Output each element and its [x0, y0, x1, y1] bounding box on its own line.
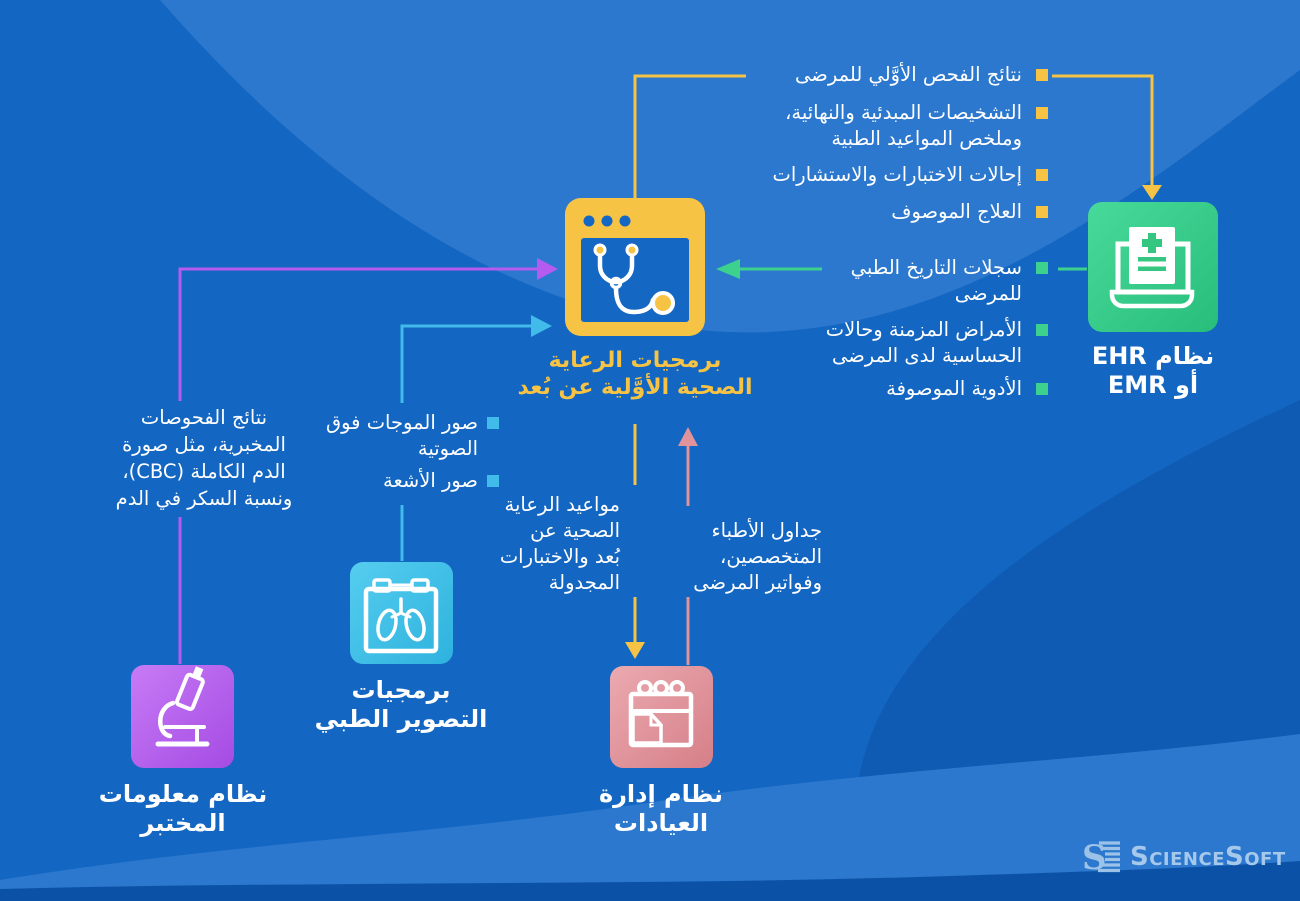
list-item-line: صور الأشعة	[383, 469, 478, 492]
label-line: الصحية الأوَّلية عن بُعد	[517, 375, 753, 400]
label-line: نظام معلومات	[98, 780, 268, 808]
label-line: أو EMR	[1107, 371, 1199, 399]
list-item-line: نتائج الفحص الأوَّلي للمرضى	[795, 63, 1022, 86]
imaging-icon	[350, 562, 453, 664]
bullet-marker	[1036, 383, 1048, 395]
list-item-line: الحساسية لدى المرضى	[831, 344, 1022, 367]
list-item: صور الموجات فوق الصوتية	[326, 410, 478, 462]
clinic-icon	[610, 666, 713, 768]
xray-icon	[363, 578, 439, 654]
svg-text:S: S	[1082, 839, 1107, 875]
bullet-marker	[1036, 206, 1048, 218]
list-item-line: التشخيصات المبدئية والنهائية،	[785, 101, 1022, 124]
bullet-marker	[487, 475, 499, 487]
note-line: وفواتير المرضى	[693, 571, 822, 594]
list-item-line: صور الموجات فوق	[325, 411, 478, 434]
list-item: صور الأشعة	[383, 468, 478, 494]
calendar-icon	[628, 680, 694, 748]
note-line: ونسبة السكر في الدم	[115, 487, 293, 510]
ehr-label: نظام EHR أو EMR	[1053, 342, 1253, 400]
stethoscope-icon	[593, 243, 675, 315]
label-line: التصوير الطبي	[314, 705, 488, 733]
label-line: العيادات	[613, 809, 709, 837]
arrow-clinic-to-telehealth	[678, 427, 698, 665]
sciencesoft-logo: S ScienceSoft	[1082, 839, 1286, 875]
bullet-marker	[1036, 169, 1048, 181]
list-item: إحالات الاختبارات والاستشارات	[773, 162, 1023, 188]
arrow-imaging-to-telehealth	[400, 315, 552, 561]
clinic-label: نظام إدارة العيادات	[551, 780, 771, 838]
microscope-icon	[155, 666, 210, 747]
note-line: المتخصصين،	[720, 545, 822, 568]
note-line: المجدولة	[548, 571, 620, 594]
lab-flow-note: نتائج الفحوصات المخبرية، مثل صورة الدم ا…	[88, 404, 320, 512]
list-item-line: سجلات التاريخ الطبي	[850, 256, 1022, 279]
arrow-telehealth-to-ehr	[633, 74, 1162, 200]
bullet-marker	[487, 417, 499, 429]
note-line: مواعيد الرعاية	[504, 493, 620, 516]
note-line: جداول الأطباء	[711, 519, 822, 542]
label-line: المختبر	[140, 809, 226, 837]
laptop-document-icon	[1109, 227, 1195, 309]
arrow-lab-to-telehealth	[178, 258, 558, 664]
list-item: التشخيصات المبدئية والنهائية، وملخص المو…	[785, 100, 1022, 152]
lab-icon	[131, 665, 234, 768]
list-item: الأمراض المزمنة وحالات الحساسية لدى المر…	[826, 317, 1022, 369]
note-line: الدم الكاملة (CBC)،	[122, 460, 286, 483]
bullet-marker	[1036, 262, 1048, 274]
list-item-line: الأدوية الموصوفة	[886, 377, 1022, 400]
list-item: سجلات التاريخ الطبي للمرضى	[851, 255, 1022, 307]
sciencesoft-logo-icon: S	[1082, 839, 1120, 875]
note-line: الصحية عن	[530, 519, 620, 542]
ehr-icon	[1088, 202, 1218, 332]
bullet-marker	[1036, 107, 1048, 119]
list-item-line: إحالات الاختبارات والاستشارات	[772, 163, 1023, 186]
note-line: المخبرية، مثل صورة	[122, 433, 286, 456]
list-item: نتائج الفحص الأوَّلي للمرضى	[795, 62, 1022, 88]
to-clinic-note: مواعيد الرعاية الصحية عن بُعد والاختبارا…	[500, 492, 620, 596]
list-item-line: الأمراض المزمنة وحالات	[825, 318, 1022, 341]
label-line: نظام إدارة	[598, 780, 724, 808]
label-line: نظام EHR	[1091, 342, 1215, 370]
list-item-line: العلاج الموصوف	[891, 200, 1022, 223]
imaging-label: برمجيات التصوير الطبي	[291, 676, 511, 734]
list-item: العلاج الموصوف	[891, 199, 1022, 225]
telehealth-icon	[565, 198, 705, 336]
sciencesoft-logo-text: ScienceSoft	[1130, 842, 1286, 872]
from-clinic-note: جداول الأطباء المتخصصين، وفواتير المرضى	[693, 518, 822, 596]
bullet-marker	[1036, 69, 1048, 81]
list-item-line: وملخص المواعيد الطبية	[831, 127, 1022, 150]
note-line: نتائج الفحوصات	[140, 406, 268, 429]
lab-label: نظام معلومات المختبر	[73, 780, 293, 838]
arrow-telehealth-to-clinic	[625, 424, 645, 659]
list-item: الأدوية الموصوفة	[886, 376, 1022, 402]
telehealth-label: برمجيات الرعاية الصحية الأوَّلية عن بُعد	[505, 347, 765, 401]
list-item-line: الصوتية	[417, 437, 478, 460]
bullet-marker	[1036, 324, 1048, 336]
arrow-ehr-to-telehealth	[716, 259, 1087, 279]
label-line: برمجيات الرعاية	[548, 348, 722, 373]
label-line: برمجيات	[351, 676, 451, 704]
note-line: بُعد والاختبارات	[499, 545, 620, 568]
list-item-line: للمرضى	[954, 282, 1022, 305]
